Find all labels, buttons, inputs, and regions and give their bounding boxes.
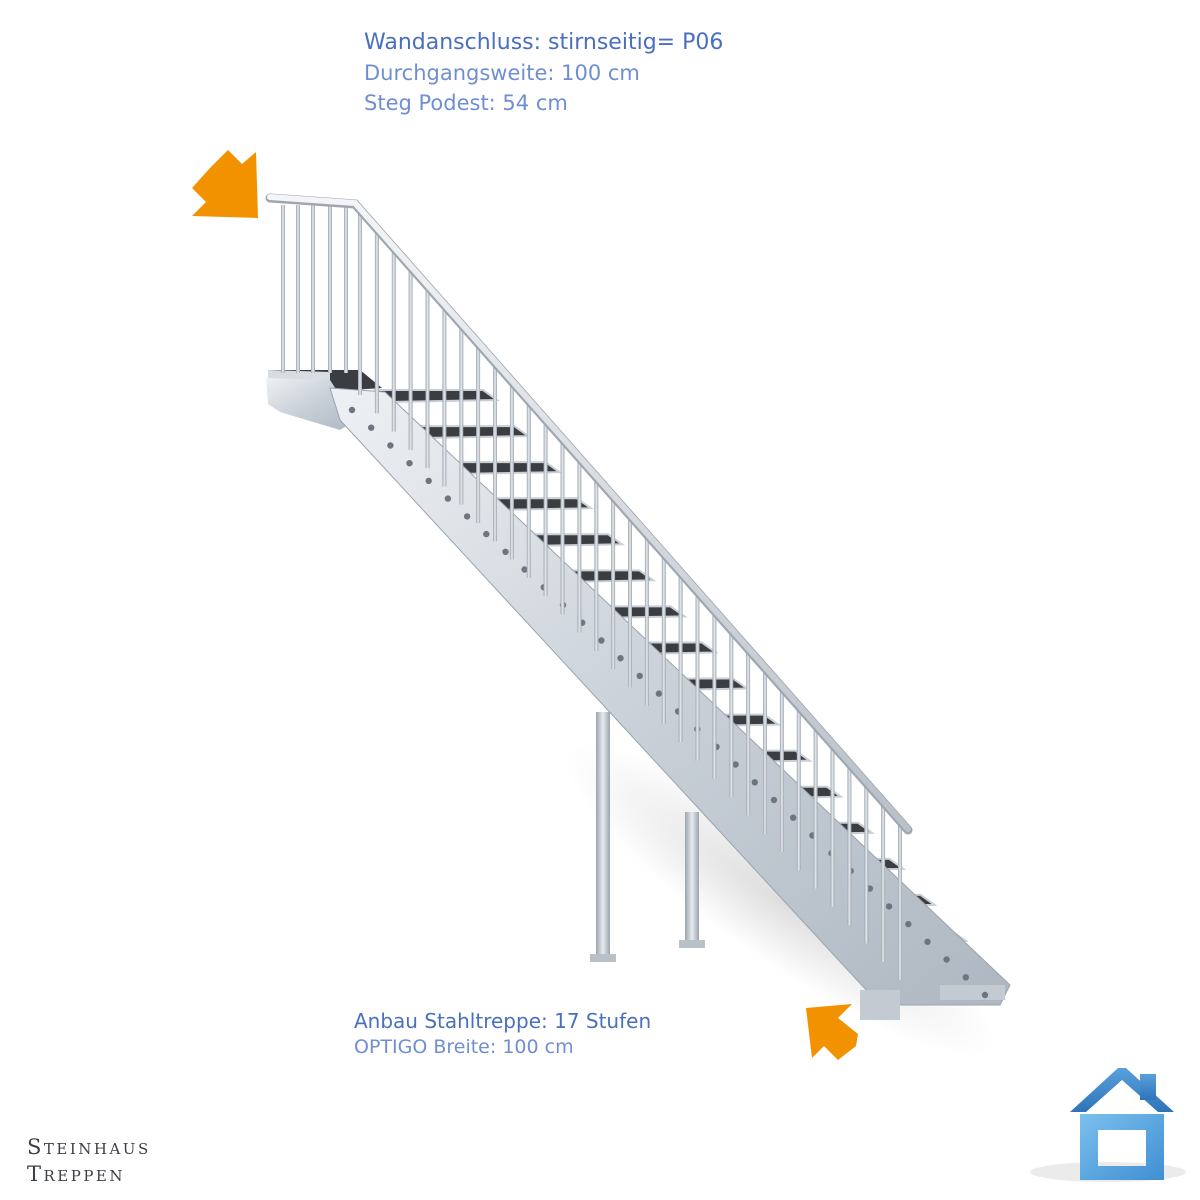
- railing-baluster: [847, 762, 852, 926]
- railing-baluster: [678, 571, 683, 743]
- house-logo-icon: [1030, 1068, 1186, 1182]
- railing-baluster: [898, 820, 902, 980]
- railing-baluster: [594, 475, 599, 651]
- railing-baluster: [644, 533, 649, 706]
- railing-baluster: [695, 590, 700, 761]
- railing-baluster: [408, 265, 413, 450]
- stringer-bolt: [387, 442, 394, 449]
- stringer-bolt: [636, 672, 643, 680]
- railing-baluster: [813, 724, 818, 889]
- stringer-bolt: [348, 406, 356, 414]
- stringer-bolt: [406, 460, 413, 467]
- stringer-bolt: [905, 920, 912, 928]
- railing-baluster: [763, 667, 767, 834]
- railing-baluster: [543, 418, 548, 597]
- stringer-bolt: [502, 548, 509, 555]
- railing-baluster: [746, 647, 751, 816]
- railing-baluster: [830, 743, 835, 907]
- railing-baluster: [881, 800, 886, 962]
- orange-arrow-icon: [806, 1004, 858, 1060]
- stringer-bolt: [368, 424, 375, 431]
- stringer-bolt: [790, 814, 797, 821]
- railing-baluster: [493, 361, 497, 542]
- stringer-bolt: [483, 530, 490, 538]
- info-title: Wandanschluss: stirnseitig= P06: [364, 30, 724, 55]
- stringer-bolt: [732, 761, 739, 768]
- railing-baluster: [509, 380, 514, 560]
- orange-arrow-icon: [192, 150, 258, 218]
- info-stair-title: Anbau Stahltreppe: 17 Stufen: [354, 1009, 652, 1033]
- railing-baluster: [344, 205, 348, 373]
- brand-wordmark: Steinhaus Treppen: [27, 1134, 151, 1188]
- handrail: [265, 193, 913, 835]
- railing-baluster: [311, 205, 315, 373]
- stringer-bolt: [885, 903, 893, 910]
- stringer-bolt: [943, 956, 950, 963]
- brand-line-2: Treppen: [27, 1162, 126, 1186]
- railing-baluster: [281, 205, 285, 373]
- stringer-bolt: [444, 495, 452, 502]
- railing-baluster: [442, 303, 447, 487]
- railing-baluster: [391, 246, 396, 432]
- stringer-bolt: [521, 566, 528, 573]
- railing-baluster: [526, 399, 531, 578]
- stair-stringer: [329, 387, 1011, 1020]
- railing-baluster: [358, 208, 362, 395]
- railing-baluster: [328, 205, 332, 373]
- stringer-bolt: [924, 938, 931, 945]
- stringer-bolt: [866, 885, 874, 892]
- stringer-bolt: [962, 974, 969, 981]
- stringer-bolt: [598, 637, 605, 644]
- railing-balusters: [281, 205, 902, 980]
- railing-baluster: [729, 628, 734, 798]
- railing-baluster: [628, 514, 632, 688]
- railing-baluster: [459, 322, 464, 505]
- stringer-bolt: [770, 796, 778, 804]
- landing-platform: [266, 370, 382, 430]
- info-landing-depth: Steg Podest: 54 cm: [364, 91, 568, 115]
- railing-baluster: [296, 205, 300, 373]
- brand-line-1: Steinhaus: [27, 1135, 151, 1159]
- railing-baluster: [425, 284, 430, 469]
- stringer-bolt: [617, 655, 624, 662]
- railing-baluster: [661, 552, 666, 725]
- railing-baluster: [796, 705, 801, 871]
- support-posts: [590, 712, 705, 962]
- railing-baluster: [374, 227, 379, 414]
- railing-baluster: [560, 437, 565, 615]
- stringer-bolt: [655, 690, 663, 697]
- info-stair-width: OPTIGO Breite: 100 cm: [354, 1036, 574, 1058]
- railing-baluster: [611, 494, 616, 670]
- railing-baluster: [779, 686, 784, 852]
- stringer-bolt: [463, 513, 471, 520]
- stringer-bolt: [751, 779, 758, 786]
- railing-baluster: [577, 456, 582, 633]
- stringer-bolt: [425, 477, 432, 485]
- stringer-bolt: [981, 991, 989, 999]
- info-passage-width: Durchgangsweite: 100 cm: [364, 61, 640, 85]
- railing-baluster: [864, 781, 869, 944]
- railing-baluster: [712, 609, 717, 779]
- railing-baluster: [476, 341, 481, 523]
